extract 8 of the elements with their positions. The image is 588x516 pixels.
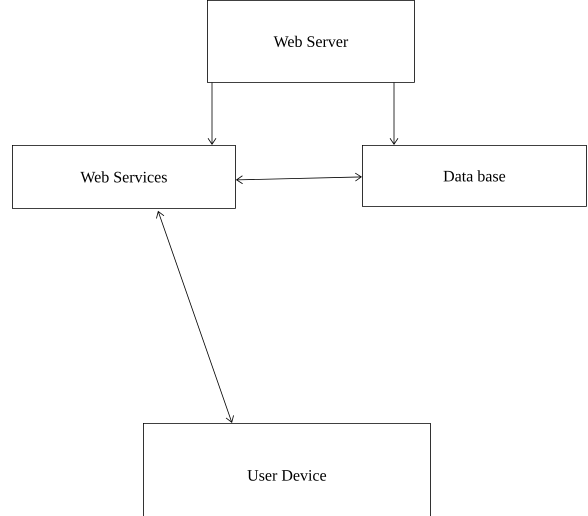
process-box: User Device [143,423,431,516]
arrow [208,82,216,145]
arrow [390,82,398,145]
arrow [236,172,362,184]
process-box: Data base [362,145,587,207]
process-box: Web Server [207,0,415,83]
arrow [156,210,234,423]
process-box: Web Services [12,145,236,209]
